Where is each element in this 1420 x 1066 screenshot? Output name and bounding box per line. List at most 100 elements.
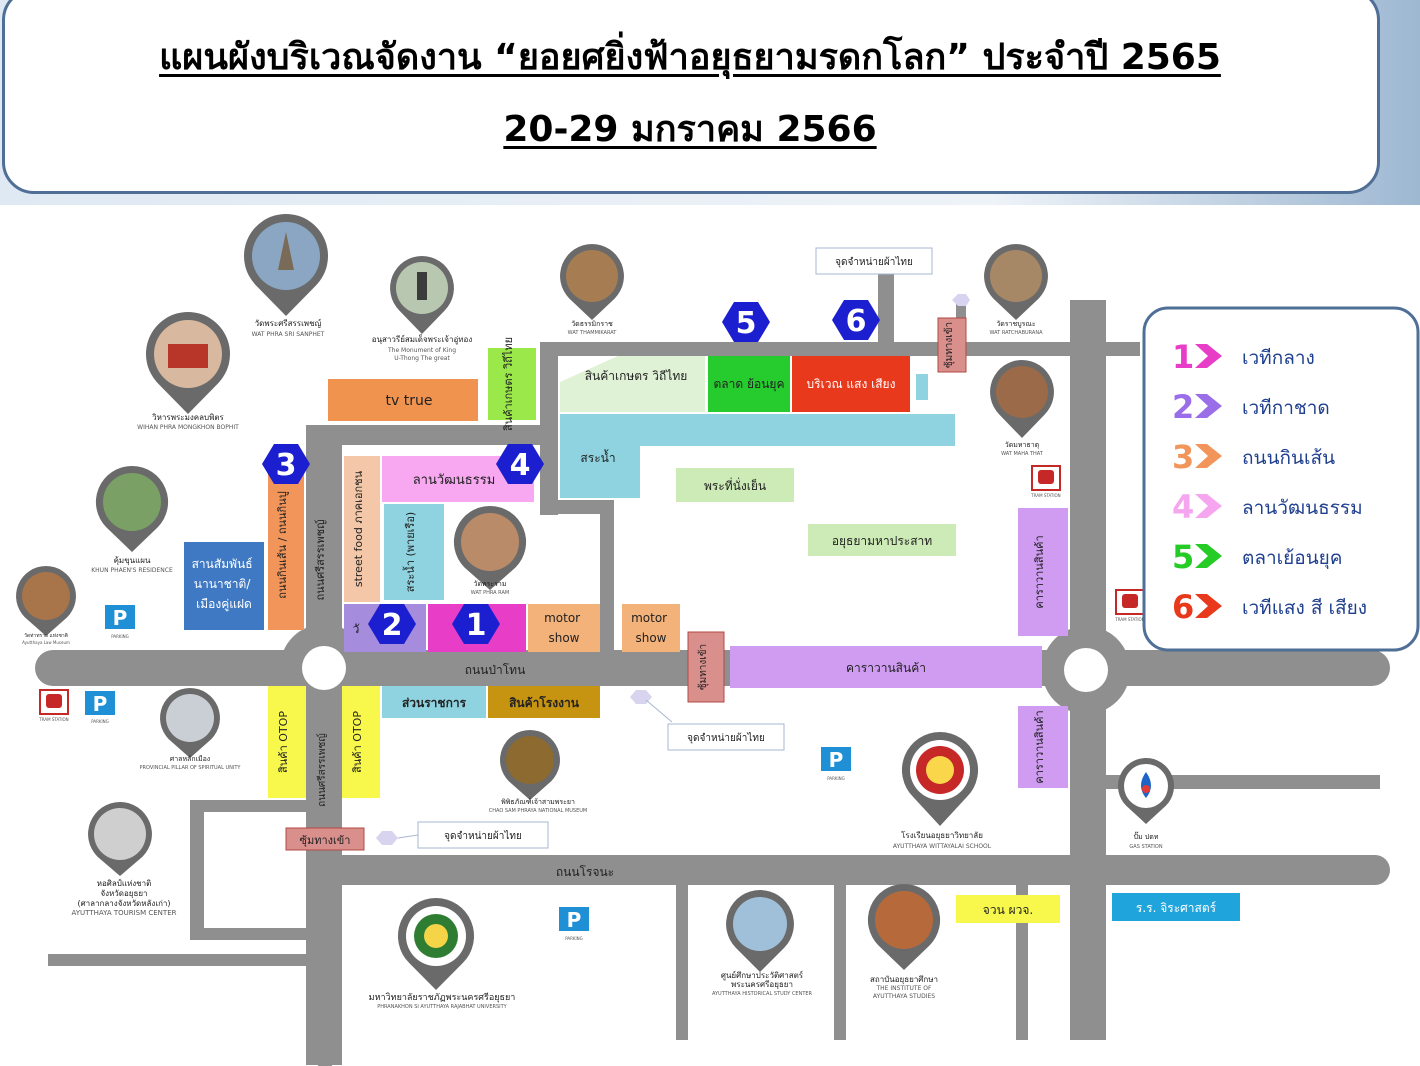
zone-light-sound[interactable] <box>792 356 910 412</box>
zone-agri-vertical[interactable] <box>488 348 536 420</box>
zone-tv-true[interactable] <box>328 379 478 421</box>
landmark-left-edge-th: วัดท่าทราย แห่งชาติ <box>24 632 68 639</box>
parking-1-letter: P <box>113 606 128 630</box>
pin-wat-ratchaburana[interactable] <box>984 244 1048 320</box>
entrance-top[interactable] <box>937 317 967 373</box>
zone-tv-true-label: tv true <box>386 393 433 409</box>
fabric-point-middle-connector <box>645 699 673 723</box>
bus-stop-3[interactable]: TRAM STATION <box>1114 589 1145 622</box>
stage-marker-1[interactable]: 1 <box>452 604 500 644</box>
pin-mongkhon[interactable] <box>145 312 231 414</box>
entrance-bottom[interactable] <box>285 827 365 851</box>
zone-food-street[interactable] <box>268 460 304 630</box>
zone-mahaprasat[interactable] <box>808 524 956 556</box>
zone-agri-block[interactable] <box>560 356 705 412</box>
pin-wat-phra-ram[interactable] <box>453 505 527 590</box>
chevron-right-icon <box>1195 494 1222 518</box>
box-hospital-label: ร.ร. จิระศาสตร์ <box>1136 901 1217 915</box>
zone-sister-city[interactable] <box>184 542 264 630</box>
pin-rajabhat[interactable] <box>397 897 475 990</box>
stage-marker-4[interactable]: 4 <box>496 444 544 484</box>
stage-marker-3-hex <box>262 444 310 484</box>
bus-stop-1[interactable]: TRAM STATION <box>38 689 69 722</box>
zone-sister-city-line1: สานสัมพันธ์ <box>192 557 253 571</box>
legend-item-label: ถนนกินเส้น <box>1242 447 1335 469</box>
zone-otop-2[interactable] <box>342 686 380 798</box>
stage-marker-3[interactable]: 3 <box>262 444 310 484</box>
zone-government[interactable] <box>382 686 486 718</box>
pin-wat-mahathat[interactable] <box>990 360 1054 438</box>
zone-caravan-upper[interactable] <box>1018 508 1068 636</box>
zone-motor-show-1[interactable] <box>528 604 600 652</box>
landmark-history-center-th1: ศูนย์ศึกษาประวัติศาสตร์ <box>721 970 804 981</box>
parking-3[interactable]: P PARKING <box>819 745 853 781</box>
pin-school[interactable] <box>901 731 979 826</box>
legend-item-label: เวทีแสง สี เสียง <box>1242 597 1367 619</box>
pin-city-pillar[interactable] <box>160 688 220 758</box>
entrance-middle[interactable] <box>687 631 725 703</box>
parking-4-letter: P <box>567 908 582 932</box>
box-juan-label: จวน ผวจ. <box>983 903 1033 917</box>
zone-motor-show-2[interactable] <box>622 604 680 652</box>
pin-institute[interactable] <box>867 883 941 970</box>
stage-marker-2[interactable]: 2 <box>368 604 416 644</box>
pin-khun-phaen-photo <box>103 473 161 531</box>
zone-market[interactable] <box>708 356 790 412</box>
stage-marker-6[interactable]: 6 <box>832 300 880 340</box>
box-juan[interactable] <box>956 895 1060 923</box>
chevron-right-icon <box>1195 444 1222 468</box>
pin-khun-phaen[interactable] <box>95 465 169 552</box>
zone-caravan-main[interactable] <box>730 646 1042 688</box>
stage-marker-1-hex <box>452 604 500 644</box>
fabric-point-bottom-icon[interactable] <box>376 831 398 845</box>
pin-history-center[interactable] <box>726 890 794 972</box>
fabric-point-top-icon[interactable] <box>952 294 970 306</box>
stage-markers: 1 2 3 4 5 6 <box>262 300 880 644</box>
zone-street-food[interactable] <box>344 456 380 602</box>
pin-wat-sri-sanphet[interactable] <box>243 214 329 316</box>
road-lower-v-2 <box>834 880 846 1040</box>
bus-stop-1-body <box>46 694 62 708</box>
pin-gas-station-dot <box>1142 785 1150 793</box>
bus-stop-2-body <box>1038 470 1054 484</box>
bus-stop-2[interactable]: TRAM STATION <box>1030 465 1061 498</box>
zone-pond[interactable] <box>560 414 955 498</box>
pin-wat-thammikarat[interactable] <box>560 244 624 320</box>
zone-pond-label: สระน้ำ <box>580 449 615 465</box>
chevron-right-icon <box>1195 344 1222 368</box>
pin-monument[interactable] <box>390 256 454 334</box>
parking-4[interactable]: P PARKING <box>557 905 591 941</box>
pin-gas-station[interactable] <box>1117 758 1175 824</box>
box-hospital[interactable] <box>1112 893 1240 921</box>
pin-left-edge[interactable] <box>16 566 76 636</box>
zone-otop-1[interactable] <box>268 686 306 798</box>
page-title: แผนผังบริเวณจัดงาน “ยอยศยิ่งฟ้าอยุธยามรด… <box>159 37 1221 78</box>
chevron-right-icon <box>1195 394 1222 418</box>
parking-3-label: PARKING <box>827 776 845 781</box>
pin-institute-photo <box>875 891 933 949</box>
entrance-bottom-label: ซุ้มทางเข้า <box>300 834 351 847</box>
pin-tourism[interactable] <box>88 802 152 876</box>
fabric-point-bottom-connector <box>397 834 419 839</box>
zone-factory[interactable] <box>488 686 600 718</box>
zone-caravan-lower[interactable] <box>1018 706 1068 788</box>
zone-pond-boat[interactable] <box>384 504 444 600</box>
zone-agri-block-label: สินค้าเกษตร วิถีไทย <box>585 369 688 383</box>
road-left-loop-v <box>190 800 204 940</box>
zone-culture-court-label: ลานวัฒนธรรม <box>413 473 496 488</box>
zone-pavilion[interactable] <box>676 468 794 502</box>
road-top-h <box>540 342 1140 356</box>
pin-city-pillar-photo <box>166 694 214 742</box>
landmark-left-edge-en: Ayutthaya Law Museum <box>22 640 70 645</box>
stage-marker-5[interactable]: 5 <box>722 302 770 342</box>
parking-1[interactable]: P PARKING <box>103 603 137 639</box>
parking-2[interactable]: P PARKING <box>83 689 117 724</box>
pin-museum[interactable] <box>500 730 560 800</box>
